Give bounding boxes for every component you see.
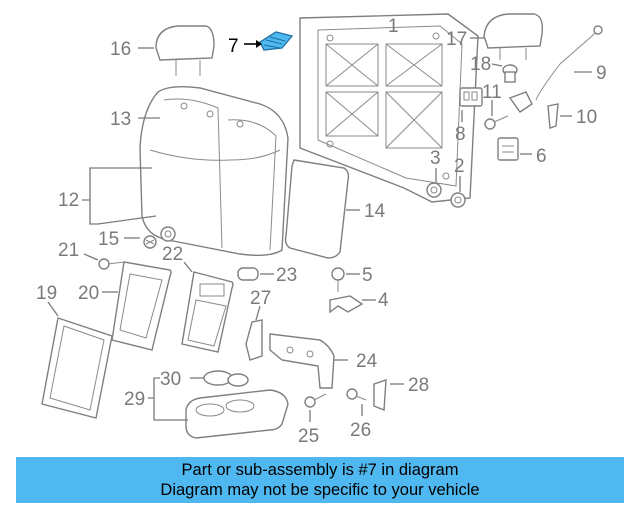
part-12-leader	[82, 167, 157, 225]
callout-5: 5	[362, 265, 373, 286]
part-22-panel	[181, 261, 234, 353]
callout-6: 6	[536, 146, 547, 167]
callout-labels: 1 2 3 4 5 6 7 8 9 10 11 12 13 14 15 16 1…	[36, 16, 607, 447]
callout-22: 22	[162, 244, 183, 265]
part-24-hinge	[269, 333, 348, 389]
callout-18: 18	[470, 54, 491, 75]
caption-banner: Part or sub-assembly is #7 in diagram Di…	[16, 457, 624, 503]
callout-16: 16	[110, 39, 131, 60]
part-21-screw	[83, 253, 125, 270]
part-10-latch	[508, 91, 572, 129]
callout-8: 8	[455, 124, 466, 145]
caption-line-2: Diagram may not be specific to your vehi…	[160, 481, 480, 499]
part-28-bracket	[373, 379, 404, 412]
callout-12: 12	[58, 190, 79, 211]
callout-4: 4	[378, 290, 389, 311]
part-5-bolt	[331, 267, 360, 292]
part-3-bolt	[426, 168, 442, 198]
part-7-bracket	[244, 31, 294, 51]
callout-11: 11	[482, 82, 502, 103]
part-15-clips	[124, 226, 176, 249]
callout-19: 19	[36, 283, 57, 304]
callout-25: 25	[298, 426, 319, 447]
callout-14: 14	[364, 201, 386, 222]
part-29-armrest	[148, 377, 289, 439]
callout-1: 1	[388, 16, 399, 37]
part-6-bracket	[497, 137, 532, 161]
callout-21: 21	[58, 240, 79, 261]
callout-24: 24	[356, 351, 378, 372]
part-30-cupholder	[190, 370, 249, 387]
part-8-switch	[459, 87, 483, 122]
callout-13: 13	[110, 109, 131, 130]
part-19-panel	[41, 301, 113, 419]
callout-2: 2	[454, 156, 465, 177]
part-20-panel	[102, 261, 172, 351]
callout-26: 26	[350, 420, 371, 441]
callout-7: 7	[228, 36, 239, 57]
callout-3: 3	[430, 148, 441, 169]
callout-9: 9	[596, 63, 607, 84]
callout-28: 28	[408, 375, 429, 396]
callout-17: 17	[446, 29, 467, 50]
part-2-bolt	[450, 176, 466, 208]
part-17-headrest	[470, 13, 544, 60]
callout-10: 10	[576, 107, 597, 128]
part-9-cable	[535, 25, 603, 101]
part-14-pad	[284, 159, 360, 259]
part-4-hook	[329, 295, 376, 314]
callout-29: 29	[124, 389, 145, 410]
part-26-bolt	[346, 388, 367, 416]
callout-20: 20	[78, 283, 99, 304]
caption-line-1: Part or sub-assembly is #7 in diagram	[181, 461, 459, 479]
part-16-headrest	[138, 25, 215, 76]
callout-27: 27	[250, 288, 271, 309]
callout-23: 23	[276, 265, 297, 286]
part-23-plug	[237, 267, 274, 281]
part-25-bolt	[304, 393, 327, 422]
parts-diagram: 1 2 3 4 5 6 7 8 9 10 11 12 13 14 15 16 1…	[36, 13, 607, 447]
part-27-bracket	[245, 305, 263, 361]
part-11-screw	[484, 100, 509, 130]
part-13-seatback	[138, 85, 289, 257]
callout-15: 15	[98, 229, 119, 250]
part-18-knob	[491, 63, 518, 83]
callout-30: 30	[160, 369, 181, 390]
